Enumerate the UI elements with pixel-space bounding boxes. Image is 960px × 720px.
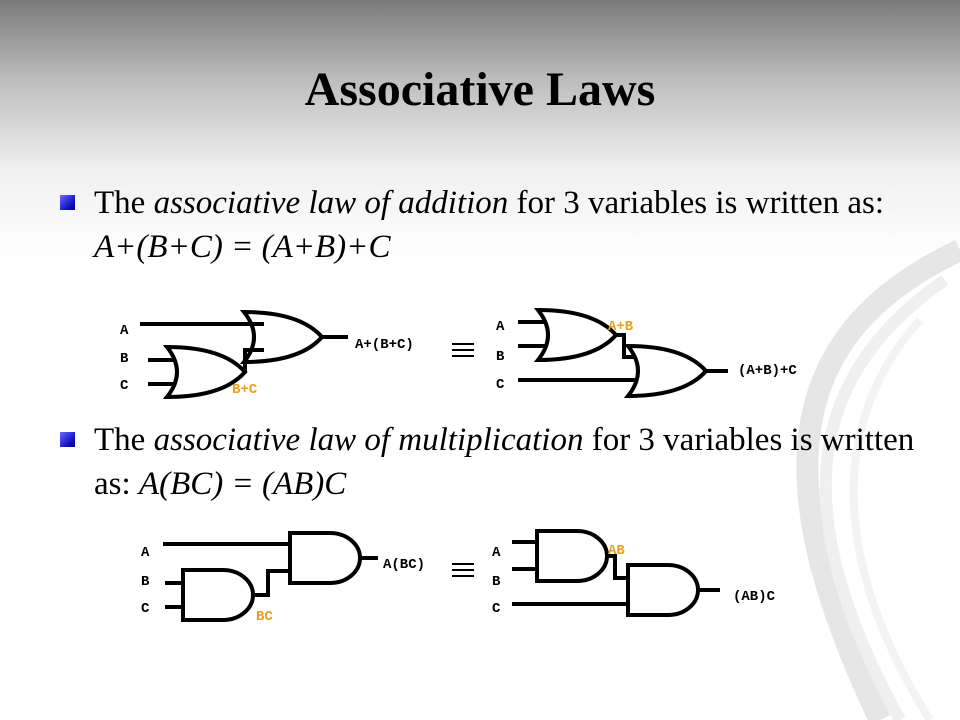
label-output: A(BC) — [383, 557, 425, 573]
label-b: B — [120, 351, 129, 367]
and-diagram-right — [512, 529, 720, 617]
or-diagram-left — [140, 310, 348, 399]
label-a: A — [496, 319, 505, 335]
bullet-addition-law: The associative law of addition for 3 va… — [60, 181, 920, 269]
label-a: A — [120, 323, 129, 339]
label-intermediate: B+C — [232, 382, 258, 398]
equivalence-symbol-top — [452, 343, 474, 357]
bullet-emphasis: associative law of addition — [153, 185, 509, 221]
and-diagram-left-labels: A B C BC A(BC) — [141, 545, 425, 625]
label-a: A — [141, 545, 150, 561]
bullet-equation: A(BC) = (AB)C — [138, 466, 347, 502]
bullet-equation: A+(B+C) = (A+B)+C — [94, 229, 391, 265]
bullet-prefix: The — [94, 185, 154, 221]
wire-inner-out — [252, 569, 290, 597]
label-intermediate: AB — [608, 543, 625, 559]
label-c: C — [120, 378, 129, 394]
label-output: (A+B)+C — [738, 363, 797, 379]
label-a: A — [492, 545, 501, 561]
label-intermediate: A+B — [608, 319, 634, 335]
label-output: A+(B+C) — [355, 337, 414, 353]
and-gate-outer — [288, 531, 362, 585]
label-c: C — [496, 377, 505, 393]
or-gate-outer — [242, 310, 324, 364]
slide-title: Associative Laws — [304, 63, 656, 116]
equivalence-symbol-bottom — [452, 563, 474, 577]
or-diagram-right — [518, 308, 728, 398]
wire-inner-out — [243, 348, 264, 372]
and-gate-inner — [535, 529, 609, 583]
bullet-square-icon — [60, 195, 75, 210]
bullet-square-icon — [60, 432, 75, 447]
and-gate-outer — [626, 563, 700, 617]
and-gate-inner — [181, 568, 255, 622]
bullet-emphasis: associative law of multiplication — [153, 422, 584, 458]
bullet-text: The associative law of addition for 3 va… — [60, 181, 920, 269]
bullet-text: The associative law of multiplication fo… — [60, 418, 920, 506]
label-intermediate: BC — [256, 609, 273, 625]
label-b: B — [492, 574, 501, 590]
label-output: (AB)C — [733, 589, 776, 605]
bullet-multiplication-law: The associative law of multiplication fo… — [60, 418, 920, 506]
wire-inner-out — [607, 554, 628, 580]
bullet-middle: for 3 variables is written as: — [94, 422, 915, 502]
or-diagram-left-labels: A B C B+C A+(B+C) — [120, 323, 414, 398]
and-diagram-left — [163, 531, 378, 622]
wire-inner-out — [616, 333, 636, 359]
bullet-prefix: The — [94, 422, 154, 458]
and-diagram-right-labels: A B C AB (AB)C — [492, 543, 776, 617]
label-c: C — [141, 601, 150, 617]
label-b: B — [496, 349, 505, 365]
or-gate-outer — [626, 344, 708, 398]
or-gate-inner — [536, 308, 618, 362]
or-diagram-right-labels: A B C A+B (A+B)+C — [496, 319, 797, 393]
bullet-middle: for 3 variables is written as: — [508, 185, 885, 221]
label-c: C — [492, 601, 501, 617]
label-b: B — [141, 574, 150, 590]
